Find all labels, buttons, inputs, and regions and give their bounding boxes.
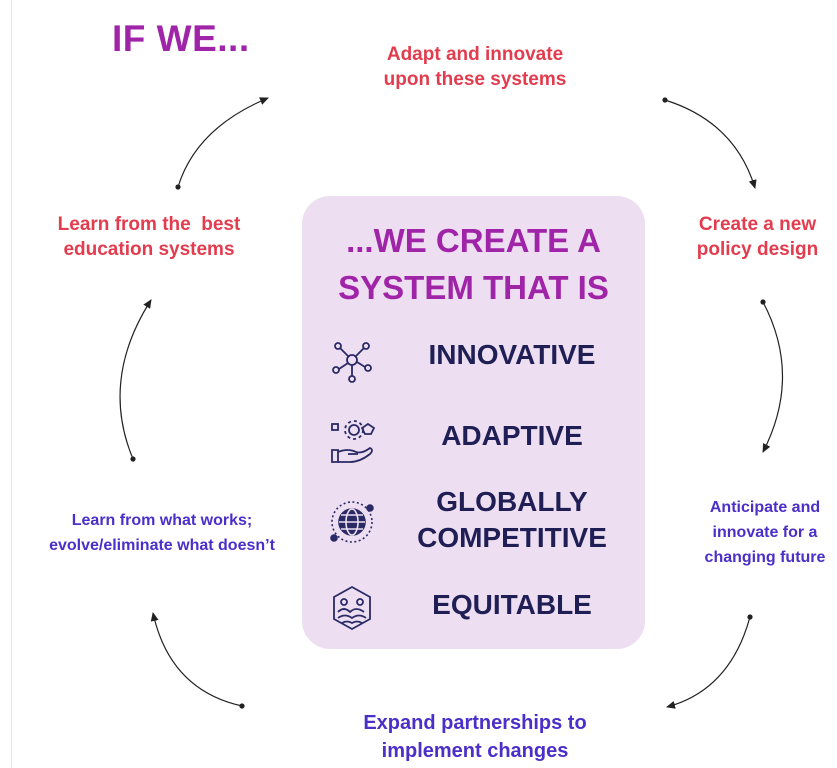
community-badge-icon — [333, 585, 371, 631]
step-line: Learn from what works; — [71, 512, 253, 529]
step-learn-what-works: Learn from what works; evolve/eliminate … — [12, 509, 312, 559]
quality-label: INNOVATIVE — [428, 339, 596, 370]
arrow-expand-to-works — [150, 612, 243, 707]
quality-label: ADAPTIVE — [441, 420, 583, 451]
quality-label: COMPETITIVE — [417, 522, 607, 554]
arrow-adapt-to-policy — [664, 99, 757, 189]
quality-globally-competitive: GLOBALLY COMPETITIVE — [402, 484, 622, 557]
center-title-line: ...WE CREATE A — [346, 222, 601, 259]
center-title: ...WE CREATE A SYSTEM THAT IS — [302, 218, 645, 312]
step-create-policy: Create a new policy design — [670, 212, 837, 263]
quality-label: GLOBALLY — [436, 486, 588, 517]
globe-icon — [330, 501, 374, 543]
arrow-anticipate-to-expand — [666, 616, 751, 709]
quality-adaptive: ADAPTIVE — [412, 418, 612, 454]
step-line: policy design — [696, 239, 819, 261]
page-title: IF WE... — [112, 18, 250, 59]
step-line: innovate for a — [712, 523, 818, 541]
step-line: Create a new — [698, 214, 817, 235]
network-nodes-icon — [332, 342, 372, 383]
step-line: Anticipate and — [709, 499, 821, 516]
quality-equitable: EQUITABLE — [402, 587, 622, 623]
arrow-policy-to-anticipate — [762, 301, 783, 453]
hand-gear-icon — [331, 420, 376, 463]
step-line: evolve/eliminate what doesn’t — [49, 536, 275, 554]
step-line: changing future — [704, 548, 826, 566]
center-title-line: SYSTEM THAT IS — [338, 268, 609, 306]
step-learn-best-systems: Learn from the best education systems — [18, 212, 280, 263]
step-line: upon these systems — [383, 69, 567, 91]
step-expand-partnerships: Expand partnerships to implement changes — [335, 709, 615, 766]
step-anticipate-future: Anticipate and innovate for a changing f… — [680, 496, 837, 570]
step-line: Adapt and innovate — [386, 44, 564, 65]
left-edge-divider — [11, 0, 12, 768]
step-line: Expand partnerships to — [363, 712, 587, 734]
quality-label: EQUITABLE — [432, 589, 592, 620]
step-adapt-innovate: Adapt and innovate upon these systems — [340, 42, 610, 93]
step-line: Learn from the best — [57, 214, 241, 235]
arrow-learn-to-adapt — [177, 97, 269, 188]
step-line: implement changes — [381, 740, 569, 763]
center-outcome-box: ...WE CREATE A SYSTEM THAT IS INNOVATIVE… — [302, 196, 645, 649]
arrow-works-to-best — [119, 299, 152, 460]
quality-innovative: INNOVATIVE — [402, 337, 622, 373]
step-line: education systems — [63, 239, 235, 261]
